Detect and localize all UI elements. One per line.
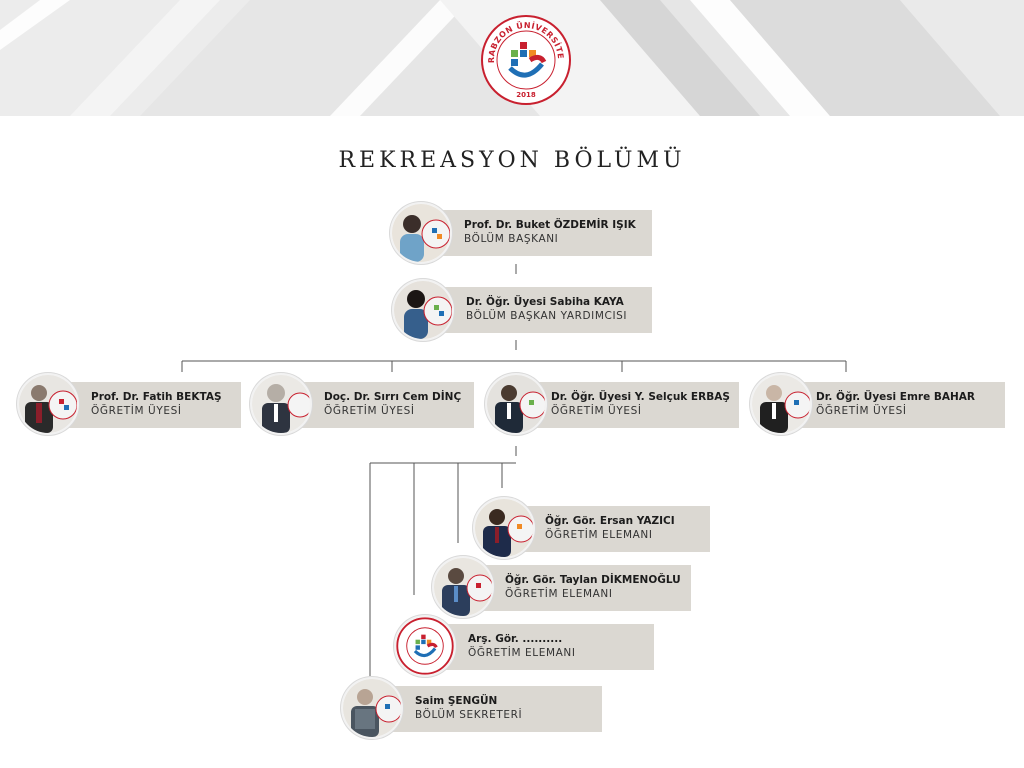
- person-photo: [473, 497, 535, 559]
- card-label: Dr. Öğr. Üyesi Sabiha KAYA BÖLÜM BAŞKAN …: [420, 287, 652, 333]
- person-name: Dr. Öğr. Üyesi Emre BAHAR: [816, 391, 976, 403]
- card-label: Prof. Dr. Buket ÖZDEMİR IŞIK BÖLÜM BAŞKA…: [418, 210, 652, 256]
- person-card-faculty-2: Doç. Dr. Sırrı Cem DİNÇ ÖĞRETİM ÜYESİ: [250, 373, 474, 435]
- person-name: Öğr. Gör. Taylan DİKMENOĞLU: [505, 574, 681, 586]
- person-name: Saim ŞENGÜN: [415, 695, 498, 707]
- person-photo: [17, 373, 79, 435]
- card-label: Dr. Öğr. Üyesi Y. Selçuk ERBAŞ ÖĞRETİM Ü…: [515, 382, 739, 428]
- card-label: Arş. Gör. .......... ÖĞRETİM ELEMANI: [424, 624, 654, 670]
- person-card-head: Prof. Dr. Buket ÖZDEMİR IŞIK BÖLÜM BAŞKA…: [390, 202, 652, 264]
- person-role: ÖĞRETİM ÜYESİ: [816, 405, 907, 417]
- person-role: ÖĞRETİM ELEMANI: [505, 588, 613, 600]
- university-logo-placeholder: [394, 615, 456, 677]
- person-name: Öğr. Gör. Ersan YAZICI: [545, 515, 675, 527]
- person-role: BÖLÜM BAŞKANI: [464, 233, 559, 245]
- person-role: ÖĞRETİM ELEMANI: [545, 529, 653, 541]
- person-photo: [341, 677, 403, 739]
- person-photo: [390, 202, 452, 264]
- person-role: BÖLÜM BAŞKAN YARDIMCISI: [466, 310, 628, 322]
- person-role: ÖĞRETİM ÜYESİ: [551, 405, 642, 417]
- person-photo: [750, 373, 812, 435]
- person-role: ÖĞRETİM ÜYESİ: [324, 405, 415, 417]
- page-title: REKREASYON BÖLÜMÜ: [338, 148, 686, 173]
- card-label: Prof. Dr. Fatih BEKTAŞ ÖĞRETİM ÜYESİ: [47, 382, 241, 428]
- person-card-faculty-3: Dr. Öğr. Üyesi Y. Selçuk ERBAŞ ÖĞRETİM Ü…: [485, 373, 739, 435]
- card-label: Öğr. Gör. Ersan YAZICI ÖĞRETİM ELEMANI: [503, 506, 710, 552]
- person-name: Arş. Gör. ..........: [468, 633, 563, 645]
- person-photo: [432, 556, 494, 618]
- card-label: Öğr. Gör. Taylan DİKMENOĞLU ÖĞRETİM ELEM…: [462, 565, 691, 611]
- person-card-deputy: Dr. Öğr. Üyesi Sabiha KAYA BÖLÜM BAŞKAN …: [392, 279, 652, 341]
- person-card-faculty-4: Dr. Öğr. Üyesi Emre BAHAR ÖĞRETİM ÜYESİ: [750, 373, 1005, 435]
- person-photo: [392, 279, 454, 341]
- person-photo: [485, 373, 547, 435]
- person-name: Doç. Dr. Sırrı Cem DİNÇ: [324, 391, 462, 403]
- header-banner: TRABZON ÜNİVERSİTESİ 2018: [0, 0, 1024, 116]
- card-label: Saim ŞENGÜN BÖLÜM SEKRETERİ: [371, 686, 602, 732]
- person-card-staff-4: Saim ŞENGÜN BÖLÜM SEKRETERİ: [341, 677, 602, 739]
- person-role: ÖĞRETİM ELEMANI: [468, 647, 576, 659]
- person-name: Dr. Öğr. Üyesi Y. Selçuk ERBAŞ: [551, 391, 730, 403]
- person-name: Prof. Dr. Buket ÖZDEMİR IŞIK: [464, 219, 636, 231]
- person-photo: [250, 373, 312, 435]
- logo-year: 2018: [516, 91, 536, 99]
- person-role: ÖĞRETİM ÜYESİ: [91, 405, 182, 417]
- person-card-faculty-1: Prof. Dr. Fatih BEKTAŞ ÖĞRETİM ÜYESİ: [17, 373, 241, 435]
- person-card-staff-2: Öğr. Gör. Taylan DİKMENOĞLU ÖĞRETİM ELEM…: [432, 556, 691, 618]
- person-card-staff-1: Öğr. Gör. Ersan YAZICI ÖĞRETİM ELEMANI: [473, 497, 710, 559]
- person-card-staff-3: Arş. Gör. .......... ÖĞRETİM ELEMANI: [394, 615, 654, 677]
- university-logo: TRABZON ÜNİVERSİTESİ 2018: [477, 6, 572, 106]
- card-label: Dr. Öğr. Üyesi Emre BAHAR ÖĞRETİM ÜYESİ: [782, 382, 1005, 428]
- person-name: Prof. Dr. Fatih BEKTAŞ: [91, 391, 222, 403]
- person-role: BÖLÜM SEKRETERİ: [415, 709, 523, 721]
- card-label: Doç. Dr. Sırrı Cem DİNÇ ÖĞRETİM ÜYESİ: [280, 382, 474, 428]
- person-name: Dr. Öğr. Üyesi Sabiha KAYA: [466, 296, 624, 308]
